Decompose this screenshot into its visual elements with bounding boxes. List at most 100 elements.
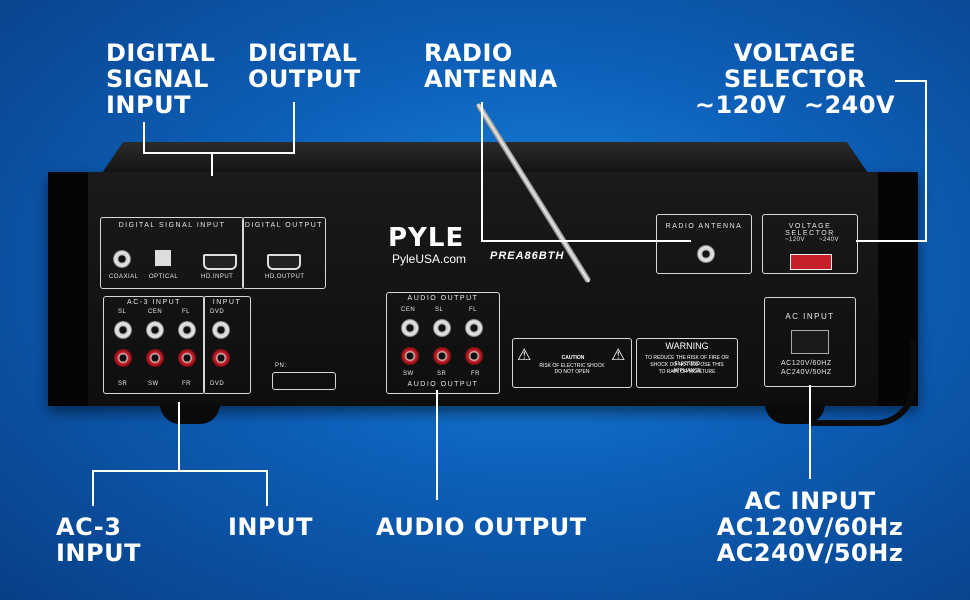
callout-line-text: ANTENNA (424, 65, 558, 93)
channel-label: CEN (148, 309, 163, 315)
rca-jack[interactable] (465, 319, 483, 337)
rca-jack[interactable] (114, 349, 132, 367)
channel-label: FR (182, 381, 191, 387)
callout-line-text: RADIO (424, 39, 513, 67)
callout-line-text: VOLTAGE (733, 39, 857, 67)
panel-title: AUDIO OUTPUT (407, 295, 479, 302)
callout-line-text: SIGNAL (106, 65, 209, 93)
callout-line (178, 402, 180, 472)
callout-line-text: INPUT (56, 539, 141, 567)
callout-ac-input: AC INPUT AC120V/60Hz AC240V/50Hz (700, 488, 920, 566)
rca-jack[interactable] (146, 349, 164, 367)
chassis-lid (100, 142, 870, 176)
callout-line (211, 152, 213, 176)
callout-digital-signal-input: DIGITAL SIGNAL INPUT (106, 40, 215, 118)
antenna-connector[interactable] (697, 245, 715, 263)
channel-label: FL (182, 309, 191, 315)
rca-jack[interactable] (146, 321, 164, 339)
rca-jack[interactable] (401, 347, 419, 365)
panel-title: DIGITAL SIGNAL INPUT (118, 222, 226, 229)
callout-line-text: DIGITAL (106, 39, 216, 67)
panel-title: AC INPUT (785, 312, 835, 321)
pn-label: PN: (275, 363, 287, 369)
brand-logo: PYLE (388, 223, 465, 253)
rca-jack[interactable] (178, 349, 196, 367)
callout-ac3-input: AC-3 INPUT (56, 514, 141, 566)
callout-line (895, 80, 927, 82)
callout-line-text: AC240V/50Hz (716, 539, 904, 567)
callout-audio-output: AUDIO OUTPUT (376, 514, 587, 540)
callout-line (293, 102, 295, 154)
rca-jack[interactable] (433, 319, 451, 337)
channel-label: SW (148, 381, 159, 387)
warning-title: WARNING (665, 341, 709, 351)
callout-line (143, 152, 295, 154)
callout-line (143, 122, 145, 154)
power-inlet[interactable] (791, 330, 829, 354)
audio-output-panel: AUDIO OUTPUT CEN SL FL SW SR FR AUDIO OU… (386, 292, 500, 394)
rubber-foot (160, 404, 220, 424)
left-bezel (48, 172, 88, 406)
callout-line-text: DIGITAL (248, 39, 358, 67)
hd-output-label: HD.OUTPUT (265, 274, 305, 280)
voltage-switch[interactable] (790, 254, 832, 270)
coaxial-label: COAXIAL (109, 274, 139, 280)
channel-label: FL (469, 307, 478, 313)
channel-label: SW (403, 371, 414, 377)
caution-title: CAUTION (561, 355, 585, 361)
panel-title: AUDIO OUTPUT (407, 381, 479, 388)
callout-line-text: AC120V/60Hz (716, 513, 904, 541)
panel-title: RADIO ANTENNA (665, 223, 743, 230)
warning-triangle-icon: ⚠ (517, 347, 532, 364)
panel-title: VOLTAGE SELECTOR (785, 223, 835, 237)
hdmi-input-port[interactable] (203, 254, 237, 270)
rca-jack[interactable] (212, 321, 230, 339)
rca-jack[interactable] (114, 321, 132, 339)
warning-triangle-icon: ⚠ (611, 347, 626, 364)
optical-port[interactable] (155, 250, 171, 266)
rca-jack[interactable] (433, 347, 451, 365)
amplifier-rear-panel (48, 172, 918, 406)
ac-rating-120: AC120V/60Hz (781, 360, 832, 367)
callout-line-text: AC INPUT (744, 487, 876, 515)
warning-label: WARNING TO REDUCE THE RISK OF FIRE OR EL… (636, 338, 738, 388)
caution-text: DO NOT OPEN (554, 369, 590, 375)
callout-line (266, 470, 268, 506)
v240-label: ~240V (819, 237, 840, 243)
rca-jack[interactable] (178, 321, 196, 339)
brand-website: PyleUSA.com (392, 252, 467, 266)
rca-jack[interactable] (212, 349, 230, 367)
caution-text: RISK OF ELECTRIC SHOCK (539, 363, 605, 369)
model-number: PREA86BTH (490, 250, 565, 262)
callout-digital-output: DIGITAL OUTPUT (248, 40, 361, 92)
dvd-label: DVD (210, 381, 225, 387)
hdmi-output-port[interactable] (267, 254, 301, 270)
callout-line-text: SELECTOR (723, 65, 867, 93)
channel-label: SR (118, 381, 128, 387)
voltage-selector-panel: VOLTAGE SELECTOR ~120V ~240V (762, 214, 858, 274)
optical-label: OPTICAL (149, 274, 179, 280)
channel-label: SR (437, 371, 447, 377)
v120-label: ~120V (785, 237, 806, 243)
rca-jack[interactable] (465, 347, 483, 365)
caution-label: ⚠ CAUTION RISK OF ELECTRIC SHOCK DO NOT … (512, 338, 632, 388)
panel-title: DIGITAL OUTPUT (244, 222, 324, 229)
ac-rating-240: AC240V/50Hz (781, 369, 832, 376)
panel-title: INPUT (212, 299, 242, 306)
callout-radio-antenna: RADIO ANTENNA (424, 40, 558, 92)
channel-label: SL (435, 307, 444, 313)
coaxial-jack[interactable] (113, 250, 131, 268)
ac-input-panel: AC INPUT AC120V/60Hz AC240V/50Hz (764, 297, 856, 387)
callout-line-text: AUDIO OUTPUT (376, 513, 587, 541)
digital-signal-input-panel: DIGITAL SIGNAL INPUT COAXIAL OPTICAL HD.… (100, 217, 244, 289)
callout-line (92, 470, 268, 472)
input-panel: INPUT DVD DVD (203, 296, 251, 394)
callout-line-text: INPUT (228, 513, 313, 541)
rca-jack[interactable] (401, 319, 419, 337)
radio-antenna-panel: RADIO ANTENNA (656, 214, 752, 274)
power-cord (810, 340, 916, 426)
pn-box: PN: (272, 363, 336, 390)
callout-line (481, 240, 691, 242)
hd-input-label: HD.INPUT (201, 274, 234, 280)
callout-line (856, 240, 927, 242)
